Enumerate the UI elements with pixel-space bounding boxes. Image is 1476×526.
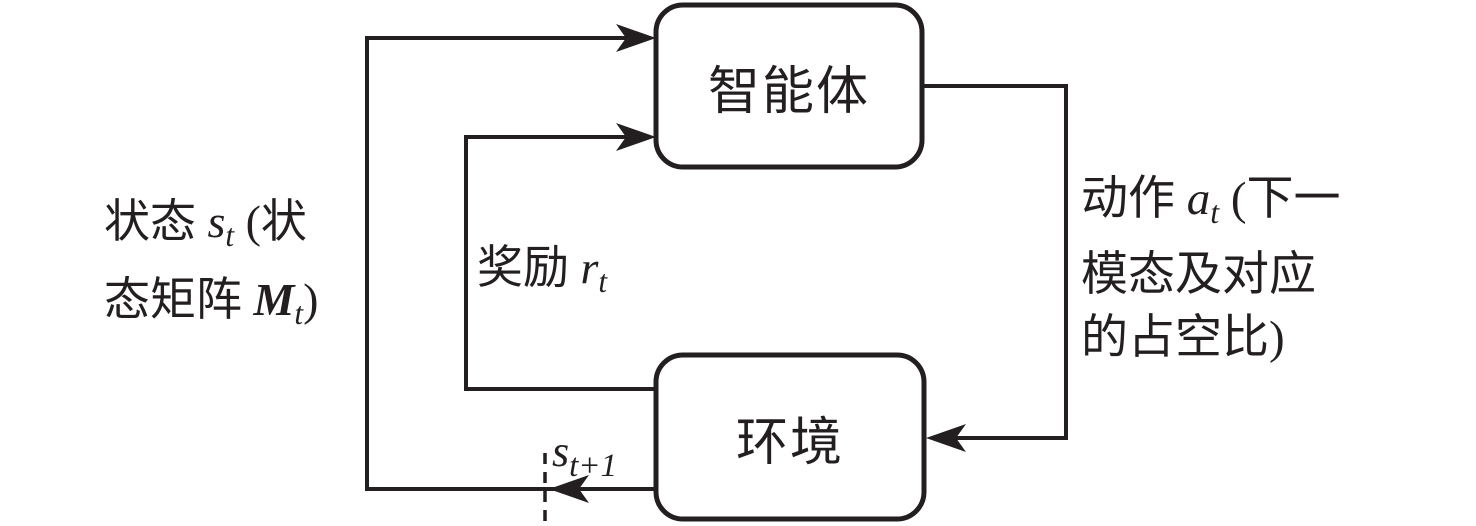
- arrowhead-action-to-environment-icon: [926, 424, 966, 452]
- state-label: 状态 st (状 态矩阵 Mt): [104, 190, 318, 346]
- environment-box: [653, 352, 927, 522]
- action-label-line1: 动作 at (下一: [1081, 173, 1341, 230]
- action-loop-line: [922, 84, 1068, 440]
- environment-box-label: 环境: [735, 414, 844, 472]
- state-label-line2: 态矩阵 Mt): [104, 273, 319, 331]
- action-label-line3: 的占空比): [1081, 311, 1285, 364]
- action-label-line2: 模态及对应: [1081, 248, 1316, 301]
- next-state-label: st+1: [552, 427, 618, 484]
- state-loop-line: [365, 36, 656, 491]
- action-label: 动作 at (下一 模态及对应 的占空比): [1081, 168, 1341, 370]
- arrowhead-reward-to-agent-icon: [616, 123, 656, 151]
- arrowhead-next-state-icon: [549, 475, 589, 503]
- agent-box: [653, 2, 925, 170]
- arrowhead-state-to-agent-icon: [616, 24, 656, 52]
- reward-label: 奖励 rt: [477, 242, 608, 299]
- state-label-line1: 状态 st (状: [104, 196, 307, 253]
- agent-box-label: 智能体: [707, 63, 870, 121]
- reward-loop-line: [464, 135, 656, 391]
